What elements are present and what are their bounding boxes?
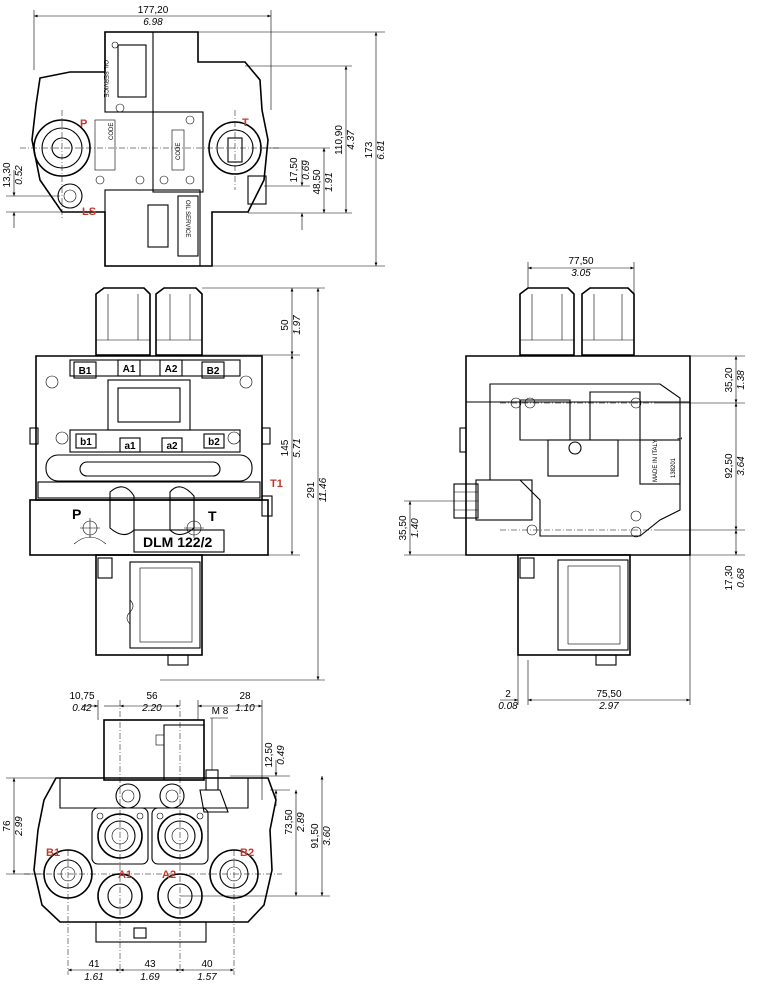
front-model-label: DLM 122/2 bbox=[143, 534, 212, 550]
side-code: 138201 bbox=[671, 457, 677, 478]
svg-text:OIL SERVICE: OIL SERVICE bbox=[102, 60, 108, 97]
bottom-view: B1 A1 A2 B2 10,75 0.42 56 2.20 28 1.10 M… bbox=[2, 691, 333, 983]
front-body-p: P bbox=[72, 506, 81, 522]
dim-291: 291 bbox=[306, 481, 317, 498]
front-port-a2: A2 bbox=[165, 364, 178, 375]
top-port-t: T bbox=[242, 117, 249, 129]
front-port-b2: B2 bbox=[207, 366, 220, 377]
front-view: B1 A1 A2 B2 b1 a1 a2 b2 T1 P T DLM 122/2… bbox=[29, 287, 329, 681]
dim-17-50: 17,50 bbox=[289, 157, 300, 182]
dim-35-50: 35,50 bbox=[398, 515, 409, 540]
dim-6-98: 6.98 bbox=[143, 17, 163, 28]
dim-76: 76 bbox=[2, 820, 13, 832]
svg-text:OIL SERVICE: OIL SERVICE bbox=[184, 200, 190, 237]
dim-40: 40 bbox=[201, 959, 213, 970]
side-made-in-italy: MADE IN ITALY bbox=[653, 440, 659, 482]
dim-145: 145 bbox=[280, 439, 291, 456]
dim-50: 50 bbox=[280, 319, 291, 331]
bottom-port-a1: A1 bbox=[118, 869, 132, 881]
dim-1-57: 1.57 bbox=[197, 972, 217, 983]
front-body-t: T bbox=[208, 508, 217, 524]
dim-35-20: 35,20 bbox=[724, 367, 735, 392]
dim-2-97: 2.97 bbox=[598, 701, 619, 712]
dim-0-52: 0.52 bbox=[14, 165, 25, 185]
dim-41: 41 bbox=[88, 959, 100, 970]
dim-4-37: 4.37 bbox=[346, 130, 357, 150]
dim-2-89: 2.89 bbox=[296, 812, 307, 833]
svg-text:CODE: CODE bbox=[109, 123, 115, 140]
side-view: MADE IN ITALY 138201 1 77,50 3.05 35,20 … bbox=[398, 256, 747, 712]
front-port-b2-small: b2 bbox=[208, 437, 220, 448]
dim-2-99: 2.99 bbox=[14, 816, 25, 837]
top-view: OIL SERVICE OIL SERVICE CODE CODE P T LS… bbox=[2, 5, 387, 267]
dim-1-61: 1.61 bbox=[84, 972, 103, 983]
dim-28: 28 bbox=[239, 691, 251, 702]
dim-91-50: 91,50 bbox=[310, 823, 321, 848]
bottom-port-b1: B1 bbox=[46, 847, 60, 859]
dim-6-81: 6.81 bbox=[376, 140, 387, 159]
dim-177-20: 177,20 bbox=[138, 5, 169, 16]
dim-75-50: 75,50 bbox=[596, 689, 621, 700]
svg-text:CODE: CODE bbox=[176, 143, 182, 160]
dim-1-91: 1.91 bbox=[324, 172, 335, 191]
dim-0-42: 0.42 bbox=[72, 703, 92, 714]
front-port-a1-small: a1 bbox=[124, 441, 136, 452]
bottom-port-a2: A2 bbox=[162, 869, 176, 881]
dim-173: 173 bbox=[364, 141, 375, 158]
dim-0-69: 0.69 bbox=[301, 160, 312, 180]
front-port-t1: T1 bbox=[270, 478, 283, 490]
dim-92-50: 92,50 bbox=[724, 453, 735, 478]
top-port-p: P bbox=[80, 118, 87, 130]
dim-2: 2 bbox=[505, 689, 511, 700]
dim-56: 56 bbox=[146, 691, 158, 702]
front-port-b1-small: b1 bbox=[80, 437, 92, 448]
front-port-b1: B1 bbox=[79, 366, 92, 377]
dim-77-50: 77,50 bbox=[568, 256, 593, 267]
front-port-a2-small: a2 bbox=[166, 441, 178, 452]
dim-12-50: 12,50 bbox=[264, 742, 275, 767]
dim-43: 43 bbox=[144, 959, 156, 970]
dim-17-30: 17,30 bbox=[724, 565, 735, 590]
dim-0-08: 0.08 bbox=[498, 701, 518, 712]
dim-1-38: 1.38 bbox=[736, 370, 747, 390]
dim-1-97: 1.97 bbox=[292, 315, 303, 335]
dim-5-71: 5.71 bbox=[292, 438, 303, 457]
side-one: 1 bbox=[678, 436, 684, 440]
dim-73-50: 73,50 bbox=[284, 809, 295, 834]
dim-110-90: 110,90 bbox=[334, 125, 345, 155]
dim-13-30: 13,30 bbox=[2, 162, 13, 187]
dim-m8: M 8 bbox=[212, 706, 229, 717]
dim-1-10: 1.10 bbox=[235, 703, 255, 714]
dim-3-64: 3.64 bbox=[736, 456, 747, 476]
dim-48-50: 48,50 bbox=[312, 169, 323, 194]
dim-0-49: 0.49 bbox=[276, 745, 287, 765]
dim-10-75: 10,75 bbox=[69, 691, 94, 702]
dim-11-46: 11.46 bbox=[318, 477, 329, 502]
dim-3-05: 3.05 bbox=[571, 268, 591, 279]
dim-2-20: 2.20 bbox=[141, 703, 162, 714]
front-port-a1: A1 bbox=[123, 364, 136, 375]
dim-0-68: 0.68 bbox=[736, 568, 747, 588]
bottom-port-b2: B2 bbox=[240, 847, 254, 859]
dim-1-69: 1.69 bbox=[140, 972, 160, 983]
top-port-ls: LS bbox=[82, 206, 96, 218]
dim-1-40: 1.40 bbox=[410, 518, 421, 538]
dim-3-60: 3.60 bbox=[322, 826, 333, 846]
